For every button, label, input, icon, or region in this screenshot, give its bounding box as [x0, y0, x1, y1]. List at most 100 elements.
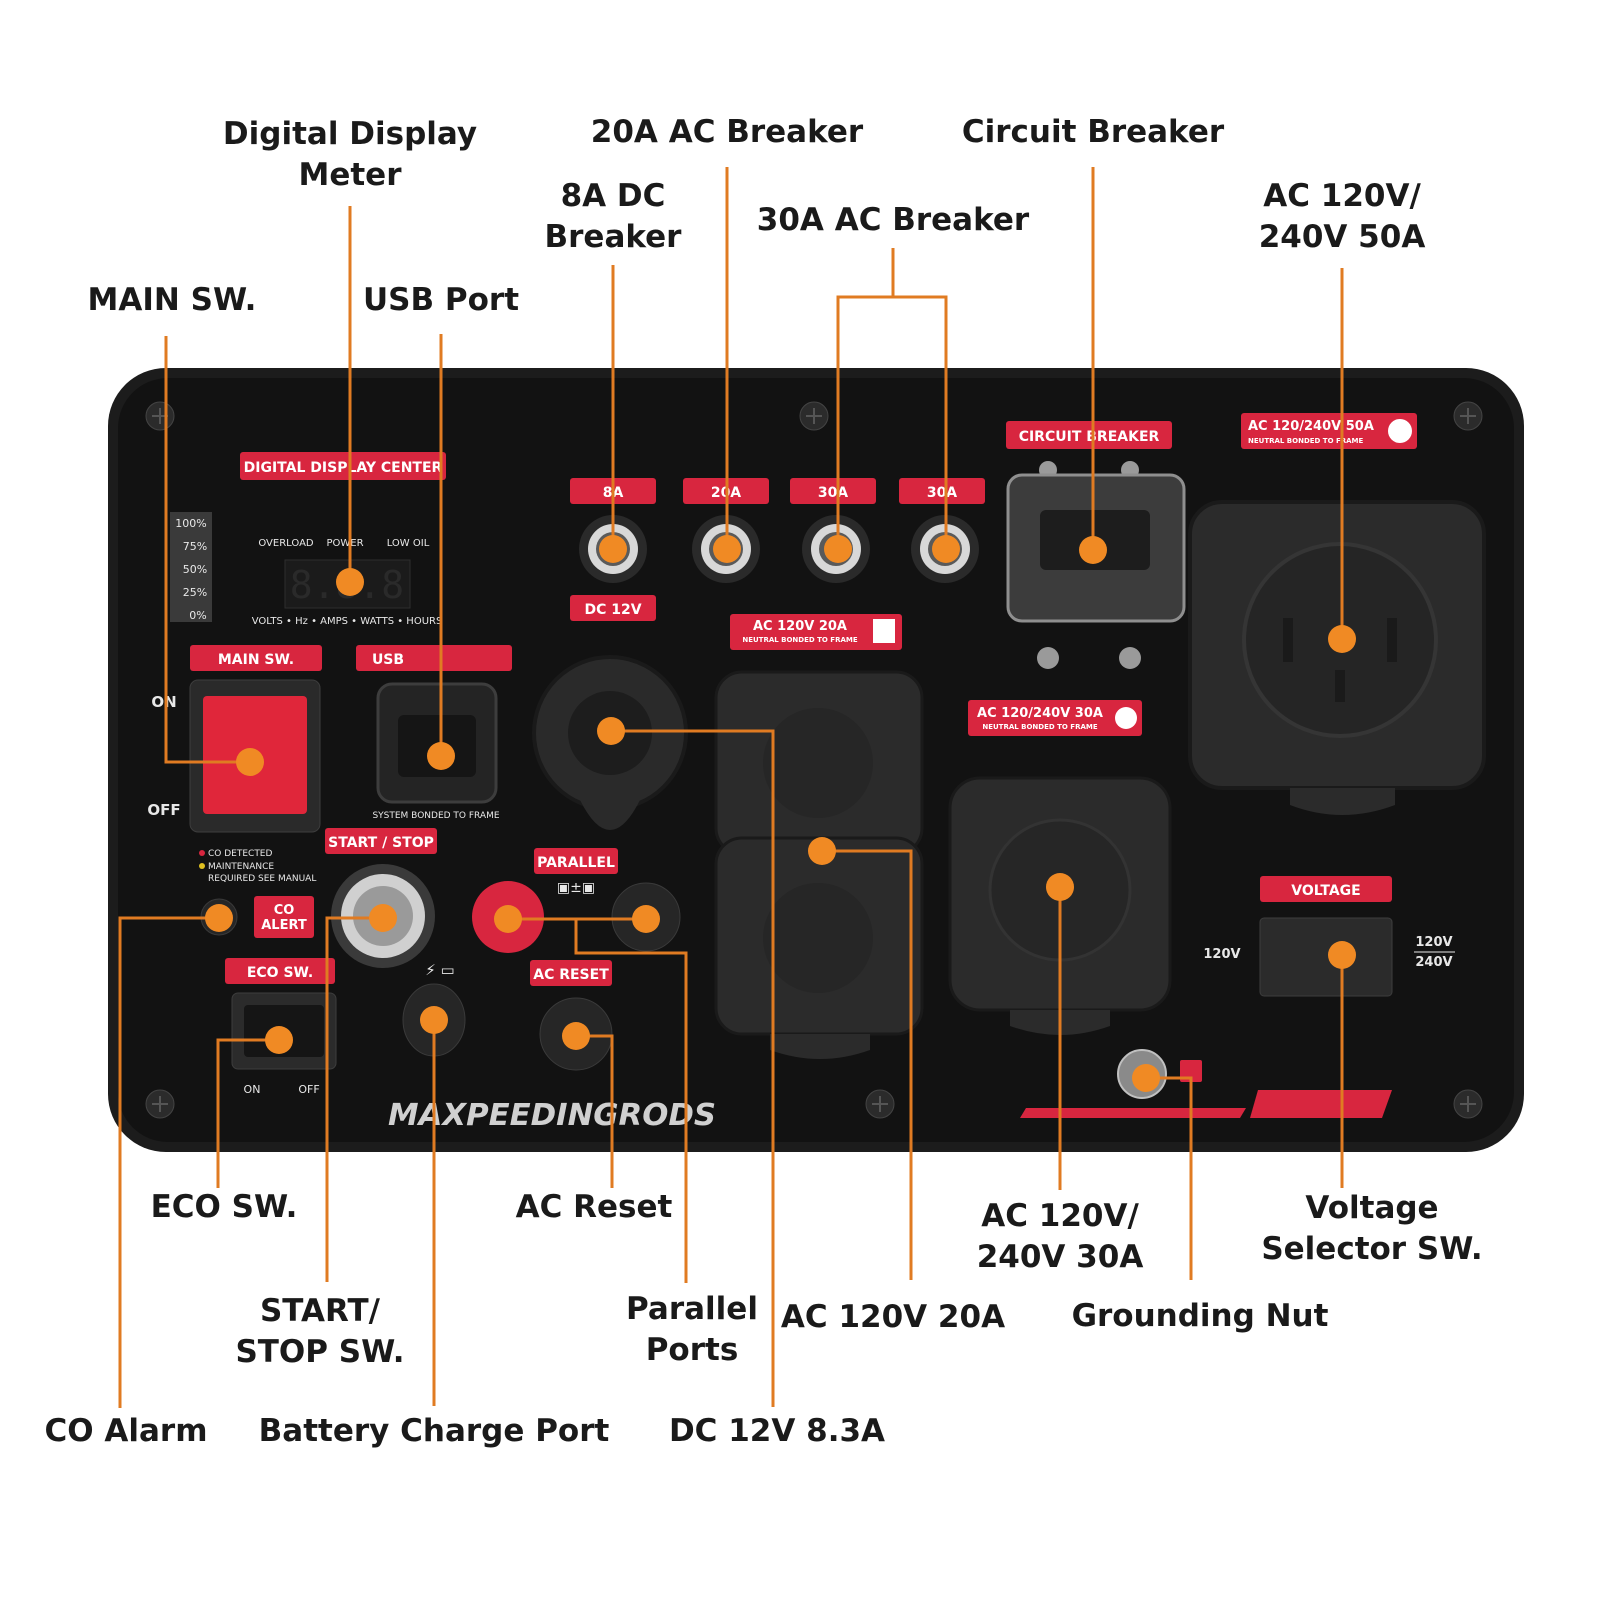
- ac-20a-tag-label: AC 120V 20A: [753, 619, 847, 634]
- brand-logo: MAXPEEDINGRODS: [388, 1098, 716, 1133]
- battery-charge-icon: ⚡ ▭: [425, 961, 454, 979]
- callout-30a-ac-breaker: 30A AC Breaker: [756, 202, 1030, 238]
- callout-digital-display-meter: Digital Display Meter: [222, 116, 478, 193]
- dot-dc-12v: [597, 717, 625, 745]
- dot-30a-1: [824, 535, 852, 563]
- dot-20a: [713, 535, 741, 563]
- leader-parallel: [508, 917, 688, 1283]
- dot-ac-30a: [1046, 873, 1074, 901]
- callout-ac-reset: AC Reset: [515, 1189, 673, 1225]
- callout-parallel-ports: Parallel Ports: [626, 1291, 758, 1368]
- dot-start-stop: [369, 904, 397, 932]
- callout-eco-sw: ECO SW.: [150, 1189, 298, 1225]
- voltage-selector-switch[interactable]: [1259, 917, 1393, 997]
- leader-start-stop: [325, 916, 383, 1282]
- ac-20a-outlet-face-top: [763, 708, 873, 818]
- main-sw-on-label: ON: [151, 693, 176, 711]
- breaker-30a-tag-1-label: 30A: [818, 485, 848, 501]
- load-level-75: 75%: [183, 540, 207, 553]
- callout-ac-120-240-50a: AC 120V/ 240V 50A: [1258, 178, 1426, 255]
- load-level-0: 0%: [189, 609, 206, 622]
- display-units-label: VOLTS • Hz • AMPS • WATTS • HOURS: [252, 616, 443, 627]
- ac-20a-tag: [730, 614, 902, 650]
- parallel-symbol-icon: ▣±▣: [557, 880, 595, 896]
- co-detected-label: CO DETECTED: [208, 849, 272, 859]
- ac-reset-tag: [530, 960, 612, 986]
- dot-usb: [427, 742, 455, 770]
- callout-battery-charge-port: Battery Charge Port: [258, 1413, 610, 1449]
- ac-50a-neutral-label: NEUTRAL BONDED TO FRAME: [1248, 437, 1364, 445]
- co-alert-tag-line1: CO: [274, 903, 295, 918]
- main-sw-off-label: OFF: [147, 801, 180, 819]
- dot-battery: [420, 1006, 448, 1034]
- dot-ac-reset: [562, 1022, 590, 1050]
- eco-sw-off-label: OFF: [298, 1083, 319, 1096]
- required-see-manual-label: REQUIRED SEE MANUAL: [208, 874, 316, 884]
- dot-30a-2: [932, 535, 960, 563]
- ac-30a-neutral-label: NEUTRAL BONDED TO FRAME: [982, 723, 1098, 731]
- dot-parallel-1: [494, 905, 522, 933]
- parallel-tag: [534, 848, 618, 874]
- dc-12v-cap-strap: [580, 800, 640, 830]
- main-sw-tag-label: MAIN SW.: [218, 652, 294, 668]
- breaker-30a-tag-2-label: 30A: [927, 485, 957, 501]
- power-indicator-label: POWER: [326, 538, 363, 549]
- screw-icon: [145, 401, 175, 431]
- leader-eco-sw: [216, 1038, 279, 1188]
- ac-50a-cover-hinge: [1290, 788, 1395, 815]
- dot-main-sw: [236, 748, 264, 776]
- load-level-50: 50%: [183, 563, 207, 576]
- brand-stripe: [1250, 1090, 1392, 1118]
- outlet-slot-icon: [1283, 618, 1293, 662]
- dot-display: [336, 568, 364, 596]
- voltage-120v-label: 120V: [1203, 947, 1240, 962]
- dot-ac-20a: [808, 837, 836, 865]
- callout-dc-12v-83a: DC 12V 8.3A: [668, 1413, 886, 1449]
- screw-icon: [1037, 647, 1059, 669]
- callout-dots: [205, 535, 1356, 1092]
- system-bonded-label: SYSTEM BONDED TO FRAME: [372, 811, 499, 821]
- leader-lines: [118, 167, 1344, 1408]
- dot-voltage: [1328, 941, 1356, 969]
- leader-co-alarm: [118, 916, 219, 1408]
- leader-dc-12v: [611, 729, 775, 1407]
- parallel-tag-label: PARALLEL: [537, 855, 615, 871]
- brand-stripe: [1020, 1108, 1246, 1118]
- digital-display-center-tag: [240, 452, 446, 480]
- callout-20a-ac-breaker: 20A AC Breaker: [590, 114, 864, 150]
- leader-ac-breaker-30a: [836, 248, 895, 549]
- screw-icon: [865, 1089, 895, 1119]
- callout-ac-120v-20a: AC 120V 20A: [780, 1299, 1006, 1335]
- ac-20a-outlet-face-bottom: [763, 883, 873, 993]
- voltage-120-240-bottom-label: 240V: [1415, 955, 1452, 970]
- leader-ac-breaker-30a-2: [893, 295, 948, 549]
- maintenance-label: MAINTENANCE: [208, 862, 274, 872]
- screw-icon: [799, 401, 829, 431]
- digital-display-center-label: DIGITAL DISPLAY CENTER: [244, 460, 443, 476]
- voltage-120-240-top-label: 120V: [1415, 935, 1452, 950]
- voltage-tag: [1260, 876, 1392, 902]
- dot-circuit-breaker: [1079, 536, 1107, 564]
- load-level-bar: [170, 512, 212, 622]
- leader-main-sw: [164, 336, 250, 764]
- load-level-100: 100%: [175, 517, 206, 530]
- outlet-slot-icon: [1387, 618, 1397, 662]
- breaker-30a-tag-2: [899, 478, 985, 504]
- usb-tag-label: USB: [372, 652, 404, 668]
- ac-20a-cover-hinge: [770, 1034, 870, 1059]
- callout-main-sw: MAIN SW.: [87, 282, 257, 318]
- circuit-breaker-tag-label: CIRCUIT BREAKER: [1019, 429, 1160, 445]
- callout-co-alarm: CO Alarm: [44, 1413, 208, 1449]
- eco-sw-tag-label: ECO SW.: [247, 965, 313, 981]
- callout-8a-dc-breaker: 8A DC Breaker: [544, 178, 682, 255]
- callout-circuit-breaker: Circuit Breaker: [961, 114, 1225, 150]
- circuit-breaker-tag: [1006, 421, 1172, 449]
- ac-30a-tag: [968, 700, 1142, 736]
- screw-icon: [1453, 401, 1483, 431]
- screw-icon: [1119, 647, 1141, 669]
- outlet-50a-icon: [1388, 419, 1412, 443]
- start-stop-tag-label: START / STOP: [328, 835, 434, 851]
- leader-ac-20a: [822, 849, 913, 1280]
- dc-12v-tag: [570, 595, 656, 621]
